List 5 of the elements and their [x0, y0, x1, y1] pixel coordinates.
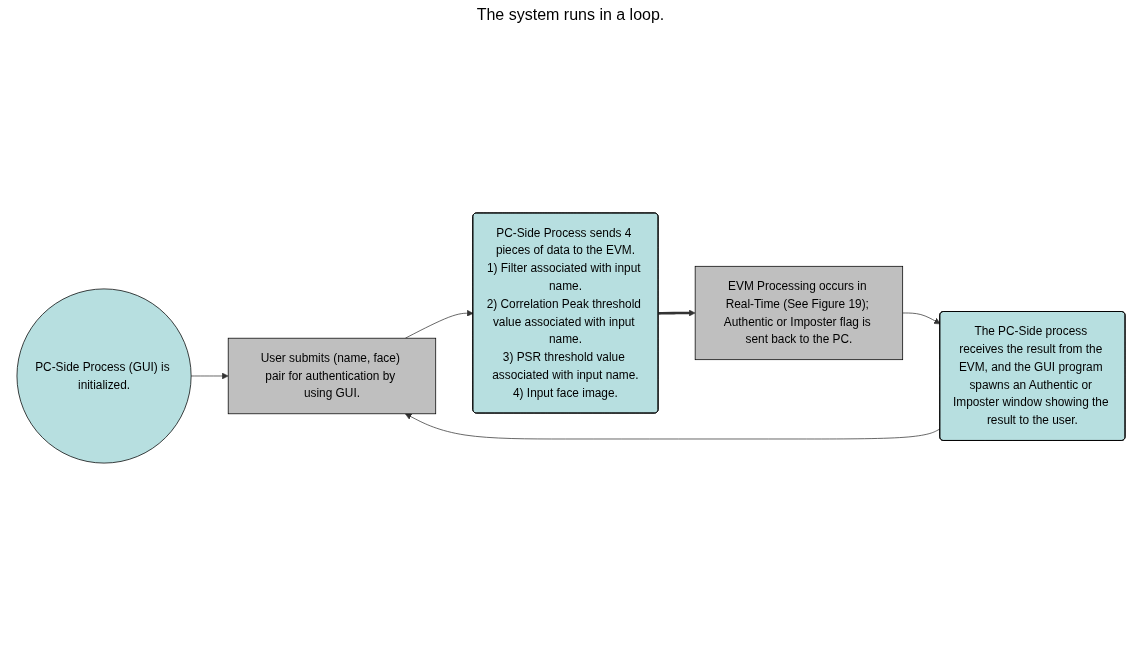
- node-box: EVM Processing occurs in Real-Time (See Figure 19); Authentic or Imposter flag is sent back to the PC.: [694, 266, 903, 361]
- note-text: The system runs in a loop.: [476, 6, 665, 24]
- node-circle: PC-Side Process (GUI) is initialized.: [16, 289, 191, 464]
- node-box: User submits (name, face) pair for authentication by using GUI.: [227, 338, 436, 415]
- arrow: [657, 310, 695, 317]
